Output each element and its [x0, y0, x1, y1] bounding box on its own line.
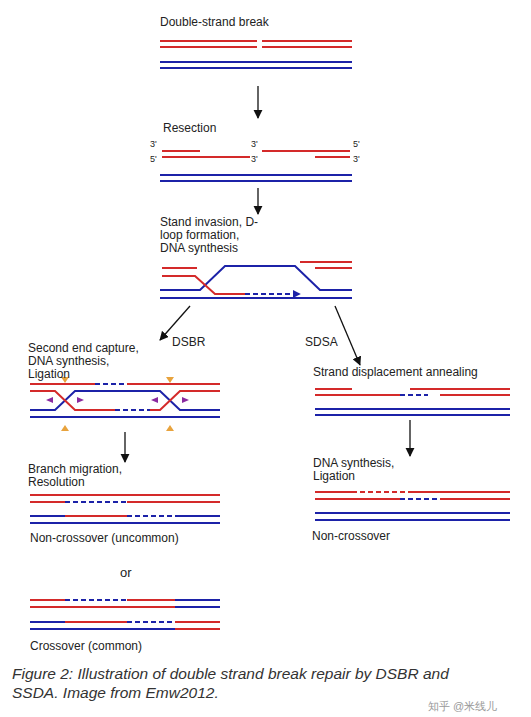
new-synthesis — [65, 599, 127, 601]
dna-duplex — [315, 492, 510, 520]
new-synthesis — [400, 394, 428, 396]
dna-strand — [30, 622, 175, 629]
pathway-label: DSBR — [172, 336, 205, 349]
dna-strand — [315, 389, 510, 395]
step-label: Stand invasion, D-loop formation, DNA sy… — [160, 216, 265, 255]
stage-region: Second end capture, DNA synthesis, Ligat… — [25, 340, 225, 432]
stage-region: Strand displacement annealing — [305, 365, 520, 420]
dna-strand — [160, 175, 352, 181]
process-arrow — [257, 188, 258, 214]
stage-region: DNA synthesis, Ligation — [305, 456, 520, 525]
cut-site — [182, 397, 189, 403]
process-arrow — [160, 306, 190, 340]
dna-strand — [160, 41, 352, 47]
dna-duplex — [315, 389, 510, 415]
dna-strand — [65, 515, 127, 517]
pathway-label: SDSA — [305, 336, 338, 349]
cut-site — [61, 425, 69, 431]
outcome-label: Crossover (common) — [30, 640, 142, 653]
d-loop — [160, 262, 352, 298]
dna-strand — [160, 62, 352, 68]
dna-strand — [30, 383, 220, 385]
step-label: Strand displacement annealing — [313, 366, 523, 379]
new-synthesis — [95, 383, 127, 385]
double-holliday-junction — [30, 377, 220, 431]
dna-strand — [162, 276, 245, 294]
figure-caption: Figure 2: Illustration of double strand … — [12, 664, 482, 702]
new-synthesis — [127, 621, 175, 623]
dna-strand — [175, 600, 220, 607]
stage-region: Branch migration, Resolution — [25, 462, 225, 528]
dna-strand — [30, 516, 220, 523]
dna-duplex — [30, 600, 220, 629]
dna-strand — [162, 262, 352, 268]
stage-region: Stand invasion, D-loop formation, DNA sy… — [150, 214, 366, 306]
dna-duplex — [160, 41, 352, 68]
step-label: DNA synthesis, Ligation — [313, 457, 423, 483]
strand-end: 5' — [353, 140, 360, 150]
dna-strand — [30, 495, 220, 502]
cut-site — [166, 425, 174, 431]
new-synthesis — [245, 293, 300, 295]
process-arrow — [409, 420, 410, 456]
new-synthesis — [65, 501, 127, 503]
outcome-label: Non-crossover (uncommon) — [30, 532, 179, 545]
dna-strand — [30, 391, 220, 417]
dna-duplex — [30, 495, 220, 523]
step-label: Branch migration, Resolution — [28, 463, 138, 489]
step-label: Double-strand break — [160, 16, 360, 29]
strand-end: 5' — [150, 155, 157, 165]
new-synthesis — [400, 498, 440, 500]
strand-end: 3' — [251, 140, 258, 150]
outcome-label: Non-crossover — [312, 530, 390, 543]
stage-region: Double-strand break — [155, 10, 361, 86]
dna-strand — [30, 600, 175, 607]
cut-site — [151, 397, 158, 403]
step-label: Resection — [163, 122, 313, 135]
connective-word: or — [120, 566, 132, 580]
dna-strand — [315, 492, 510, 499]
cut-site — [46, 397, 53, 403]
dna-strand — [65, 622, 220, 629]
cut-site — [166, 377, 174, 383]
new-synthesis — [127, 515, 175, 517]
new-synthesis — [352, 491, 410, 493]
dna-strand — [30, 391, 220, 410]
stage-region: Resection — [150, 118, 366, 188]
dna-duplex — [160, 151, 352, 181]
step-label: Second end capture, DNA synthesis, Ligat… — [28, 342, 143, 381]
process-arrow — [124, 432, 125, 462]
strand-end: 3' — [353, 155, 360, 165]
dna-strand — [160, 266, 352, 298]
process-arrow — [335, 306, 360, 365]
strand-end: 3' — [150, 140, 157, 150]
process-arrow — [257, 86, 258, 118]
new-synthesis — [115, 409, 150, 411]
strand-end: 3' — [251, 155, 258, 165]
dna-strand — [315, 409, 510, 415]
dna-strand — [315, 513, 510, 520]
cut-site — [77, 397, 84, 403]
watermark: 知乎 @米线儿 — [428, 700, 497, 712]
